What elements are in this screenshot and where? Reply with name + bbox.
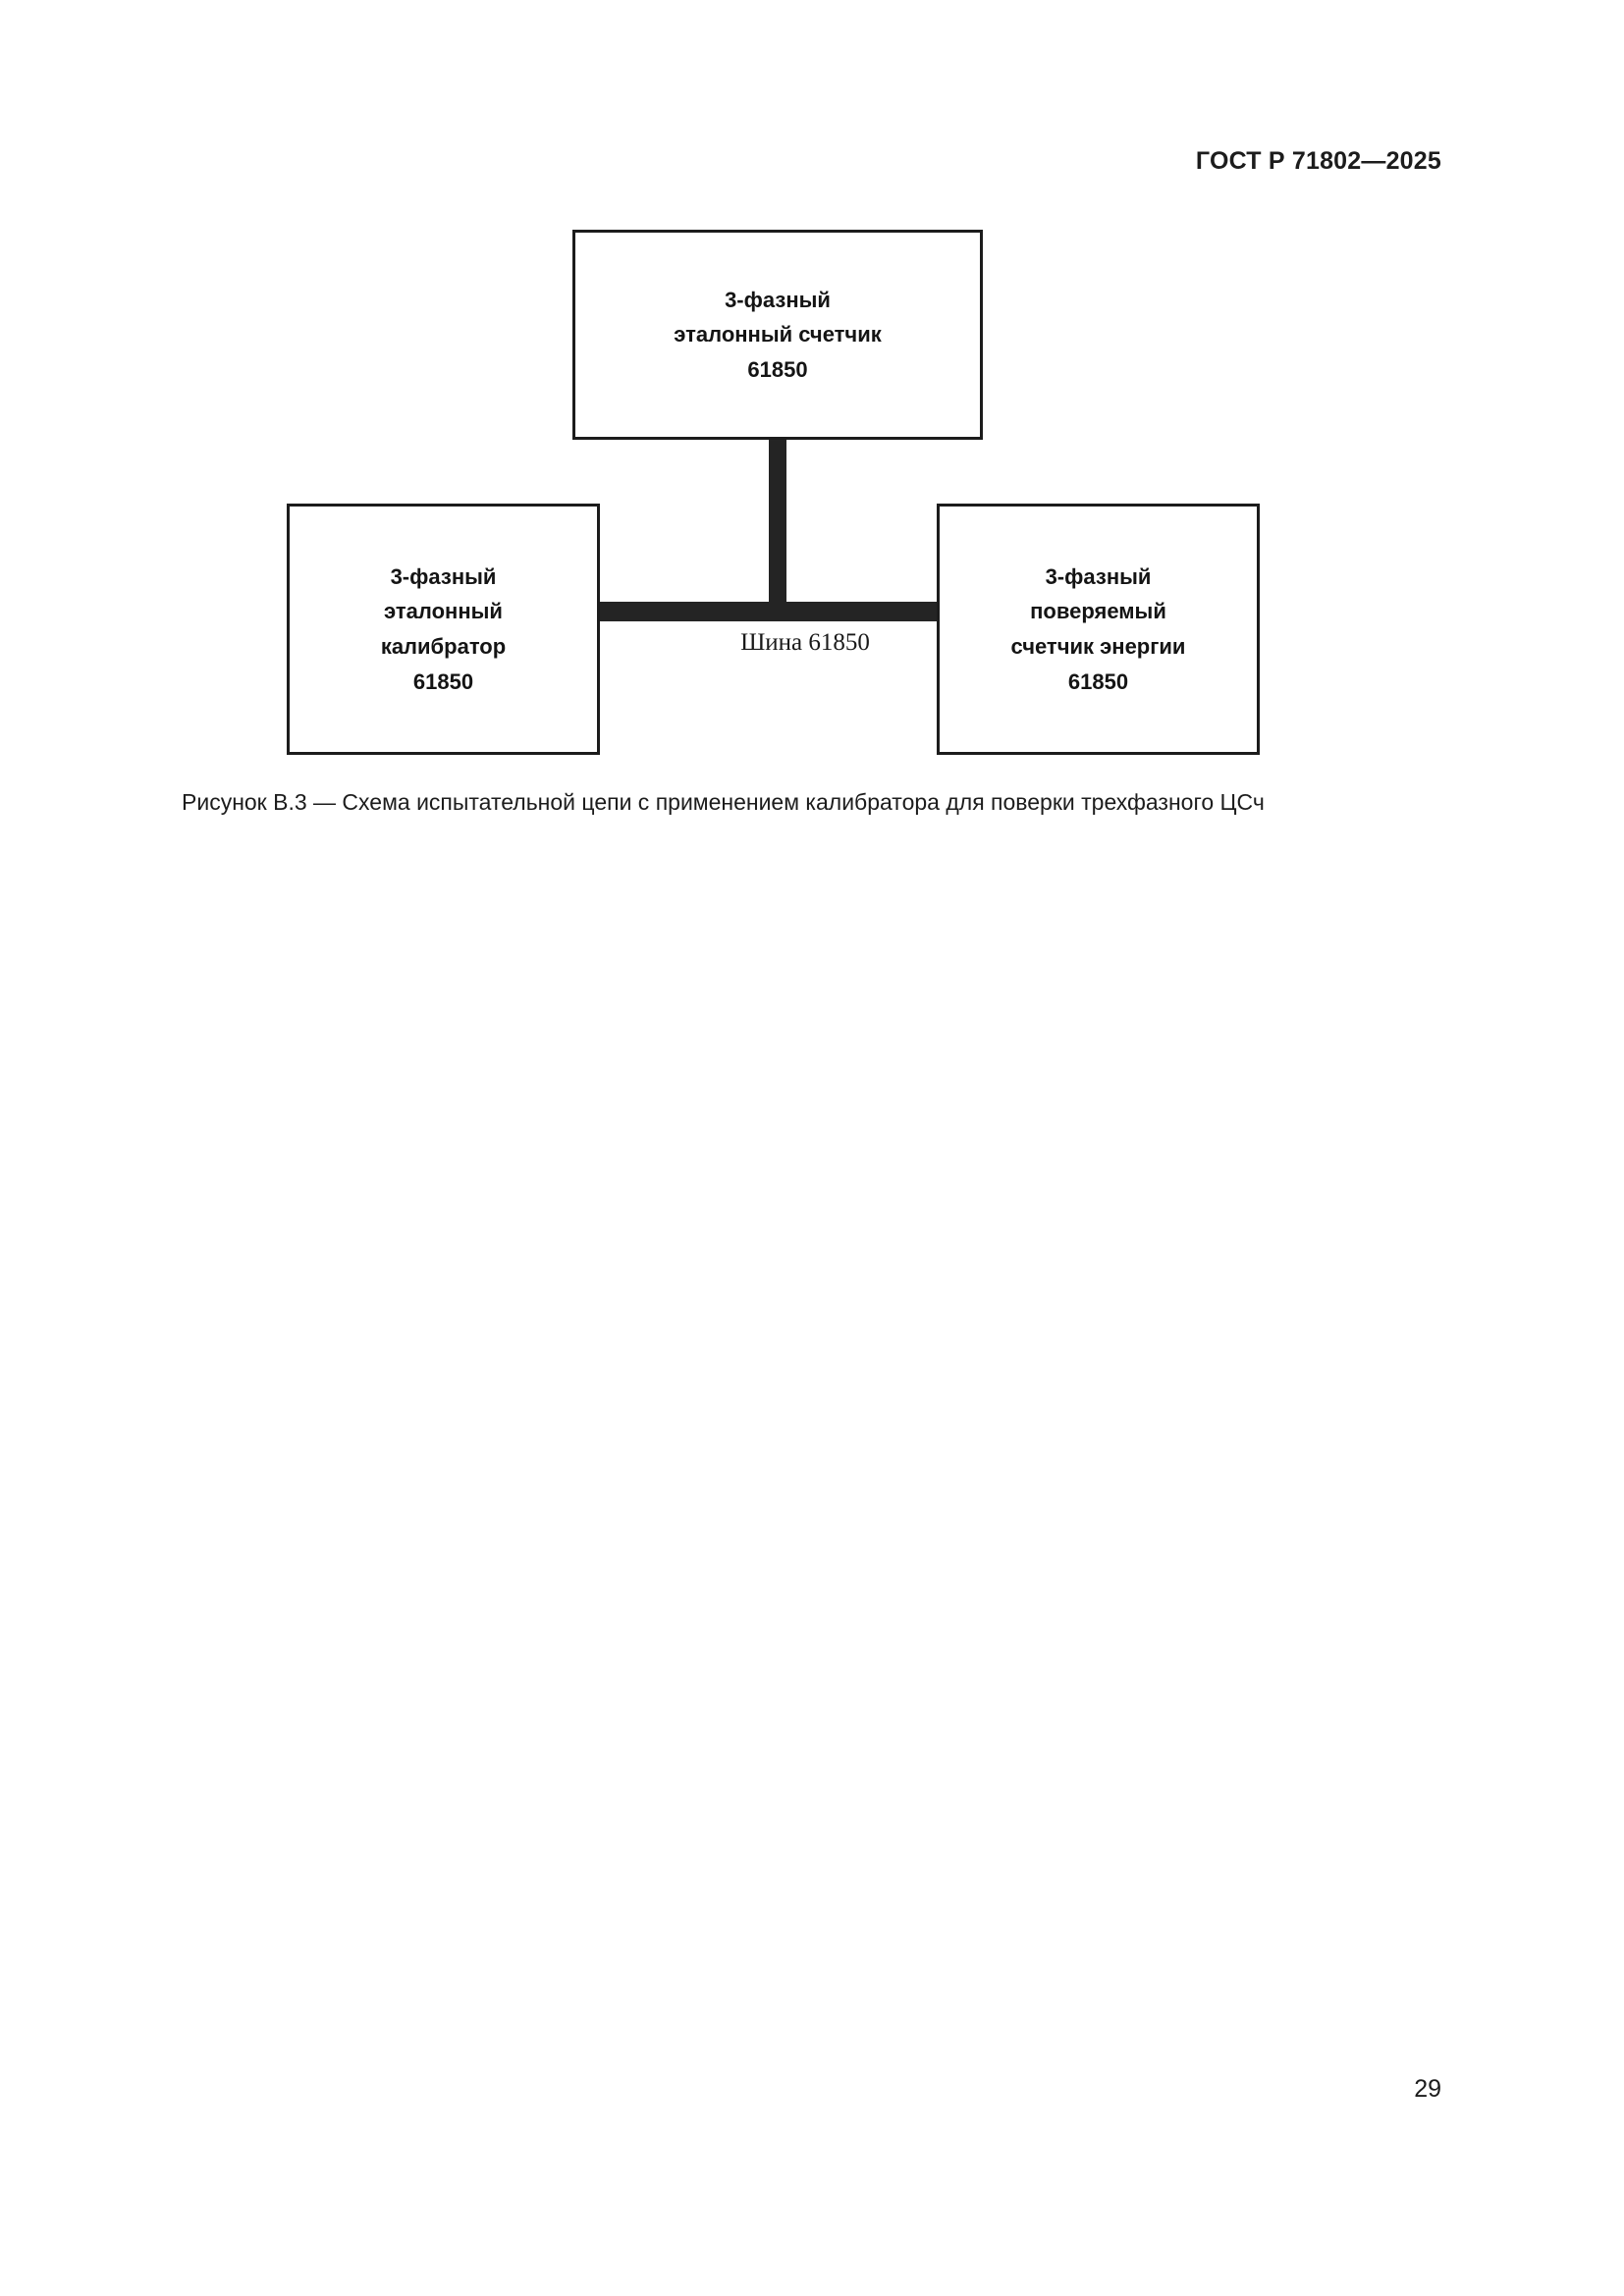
node-calibrator-line-3: калибратор bbox=[380, 634, 507, 659]
node-reference-meter-line-1: 3-фазный bbox=[725, 287, 831, 312]
node-reference-meter: 3-фазный эталонный счетчик 61850 bbox=[572, 230, 983, 440]
figure-caption: Рисунок В.3 — Схема испытательной цепи с… bbox=[182, 789, 1265, 815]
node-meter-under-test: 3-фазный поверяемый счетчик энергии 6185… bbox=[937, 504, 1260, 755]
node-calibrator-line-4: 61850 bbox=[412, 668, 474, 694]
node-calibrator: 3-фазный эталонный калибратор 61850 bbox=[287, 504, 600, 755]
node-meter-under-test-line-4: 61850 bbox=[1067, 668, 1129, 694]
node-calibrator-line-1: 3-фазный bbox=[390, 563, 497, 589]
running-head-standard-number: ГОСТ Р 71802—2025 bbox=[1195, 147, 1441, 175]
node-meter-under-test-line-1: 3-фазный bbox=[1045, 563, 1152, 589]
bus-connector-vertical bbox=[769, 436, 786, 605]
bus-label: Шина 61850 bbox=[740, 629, 870, 656]
node-reference-meter-line-3: 61850 bbox=[747, 356, 808, 382]
node-meter-under-test-line-2: поверяемый bbox=[1030, 599, 1166, 624]
page-number: 29 bbox=[1414, 2075, 1441, 2103]
bus-connector-horizontal bbox=[597, 602, 939, 621]
node-reference-meter-line-2: эталонный счетчик bbox=[674, 322, 882, 347]
node-calibrator-line-2: эталонный bbox=[384, 599, 503, 624]
figure-b3-diagram: 3-фазный эталонный счетчик 61850 3-фазны… bbox=[0, 0, 1624, 844]
node-meter-under-test-line-3: счетчик энергии bbox=[1010, 634, 1186, 659]
